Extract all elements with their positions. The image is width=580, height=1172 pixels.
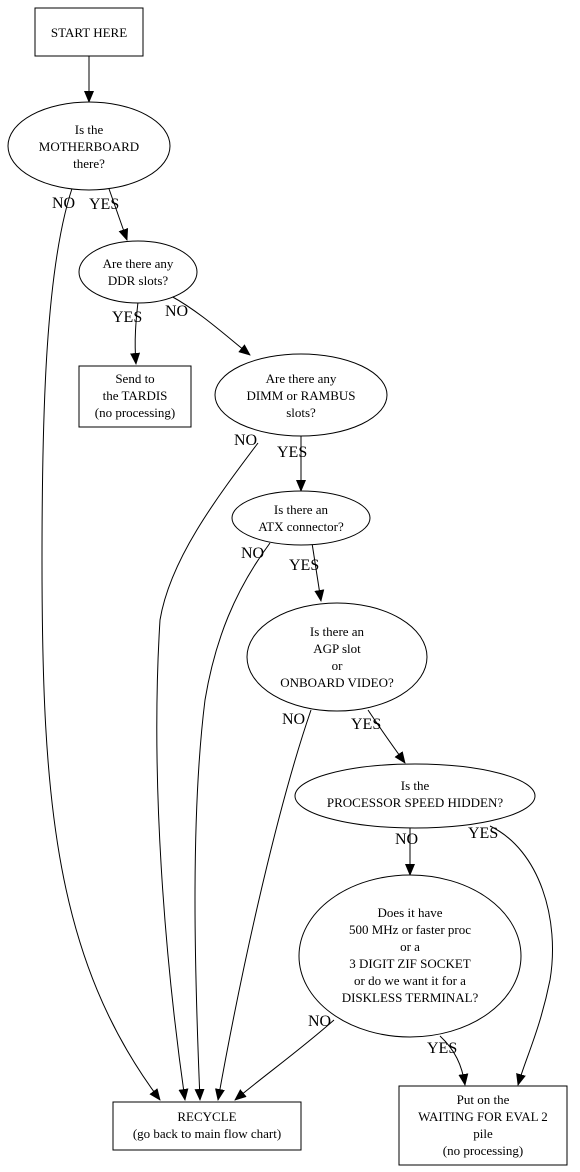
node-tardis: Send to the TARDIS (no processing) (78, 365, 192, 428)
node-mhz-line-6: DISKLESS TERMINAL? (342, 990, 479, 1005)
node-atx-line-1: Is there an (274, 502, 329, 517)
node-eval-line-4: (no processing) (443, 1143, 524, 1158)
node-dimm: Are there any DIMM or RAMBUS slots? (214, 353, 388, 437)
node-mhz-line-4: 3 DIGIT ZIF SOCKET (349, 956, 471, 971)
node-motherboard: Is the MOTHERBOARD there? (7, 101, 171, 191)
node-ddr-line-1: Are there any (103, 256, 174, 271)
node-mhz-line-3: or a (400, 939, 420, 954)
edge-agp-yes-to-speed (367, 709, 406, 764)
edge-atx-no-to-recycle (194, 542, 271, 1101)
node-recycle: RECYCLE (go back to main flow chart) (112, 1101, 302, 1151)
node-mhz: Does it have 500 MHz or faster proc or a… (298, 874, 522, 1038)
node-dimm-line-2: DIMM or RAMBUS (246, 388, 355, 403)
edge-mhz-yes-to-eval (439, 1035, 469, 1086)
edge-speed-yes-to-eval (489, 825, 553, 1086)
node-motherboard-line-1: Is the (75, 122, 104, 137)
node-tardis-line-3: (no processing) (95, 405, 176, 420)
edge-label-atx-no: NO (241, 545, 264, 562)
node-recycle-line-2: (go back to main flow chart) (133, 1126, 281, 1141)
edge-label-agp-no: NO (282, 711, 305, 728)
node-eval-line-3: pile (473, 1126, 493, 1141)
edge-label-agp-yes: YES (351, 716, 381, 733)
node-motherboard-line-2: MOTHERBOARD (39, 139, 139, 154)
node-agp-line-4: ONBOARD VIDEO? (280, 675, 394, 690)
edge-label-dimm-no: NO (234, 432, 257, 449)
node-ddr-line-2: DDR slots? (108, 273, 169, 288)
edge-ddr-no-to-dimm (170, 295, 251, 356)
node-dimm-line-1: Are there any (266, 371, 337, 386)
edge-label-motherboard-no: NO (52, 195, 75, 212)
node-agp-line-1: Is there an (310, 624, 365, 639)
node-speed-line-2: PROCESSOR SPEED HIDDEN? (327, 795, 503, 810)
edge-atx-yes-to-agp (311, 542, 325, 602)
edge-agp-no-to-recycle (215, 709, 312, 1101)
edge-label-ddr-no: NO (165, 303, 188, 320)
edge-label-mhz-no: NO (308, 1013, 331, 1030)
node-tardis-line-1: Send to (115, 371, 154, 386)
node-mhz-line-2: 500 MHz or faster proc (349, 922, 471, 937)
edge-label-speed-yes: YES (468, 825, 498, 842)
node-mhz-line-1: Does it have (378, 905, 443, 920)
node-agp-line-3: or (332, 658, 344, 673)
node-eval: Put on the WAITING FOR EVAL 2 pile (no p… (398, 1085, 568, 1166)
edge-label-atx-yes: YES (289, 557, 319, 574)
edge-label-speed-no: NO (395, 831, 418, 848)
node-start: START HERE (34, 7, 144, 57)
node-atx-line-2: ATX connector? (258, 519, 344, 534)
edge-label-mhz-yes: YES (427, 1040, 457, 1057)
node-start-line-1: START HERE (51, 25, 127, 40)
node-speed-line-1: Is the (401, 778, 430, 793)
node-eval-line-2: WAITING FOR EVAL 2 (418, 1109, 548, 1124)
node-atx: Is there an ATX connector? (231, 490, 371, 546)
edge-motherboard-no-to-recycle (41, 179, 161, 1101)
edge-label-dimm-yes: YES (277, 444, 307, 461)
edge-label-motherboard-yes: YES (89, 196, 119, 213)
node-recycle-line-1: RECYCLE (177, 1109, 236, 1124)
edge-ddr-yes-to-tardis (130, 301, 141, 365)
node-speed: Is the PROCESSOR SPEED HIDDEN? (294, 763, 536, 829)
node-agp-line-2: AGP slot (313, 641, 361, 656)
node-agp: Is there an AGP slot or ONBOARD VIDEO? (246, 602, 428, 712)
node-tardis-line-2: the TARDIS (103, 388, 168, 403)
edge-motherboard-yes-to-ddr (107, 185, 129, 241)
node-motherboard-line-3: there? (73, 156, 105, 171)
edge-dimm-no-to-recycle (156, 442, 259, 1101)
node-eval-line-1: Put on the (457, 1092, 510, 1107)
node-ddr: Are there any DDR slots? (78, 240, 198, 304)
node-dimm-line-3: slots? (286, 405, 316, 420)
node-mhz-line-5: or do we want it for a (354, 973, 466, 988)
edge-label-ddr-yes: YES (112, 309, 142, 326)
edge-mhz-no-to-recycle (234, 1019, 335, 1101)
